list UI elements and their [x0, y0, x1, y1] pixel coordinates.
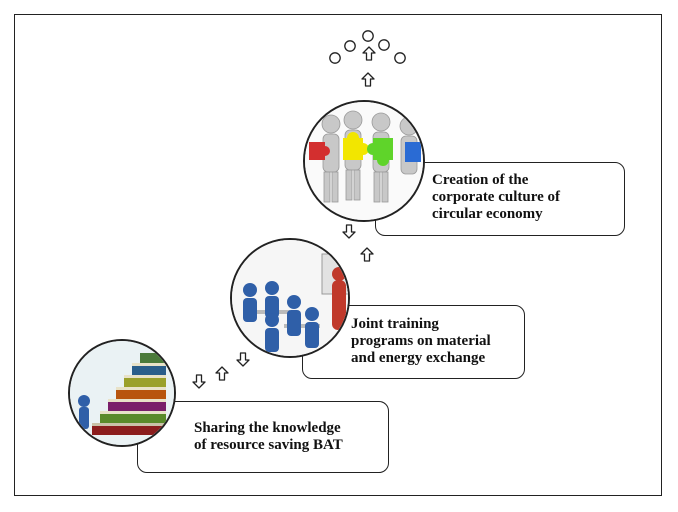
hollow-arrow-icon: [342, 224, 356, 239]
hollow-arrow-icon: [192, 374, 206, 389]
ellipsis-circles-icon: [329, 30, 406, 64]
hollow-arrow-icon: [236, 352, 250, 367]
step-training-line-3: and energy exchange: [351, 350, 486, 366]
books-image: [68, 339, 176, 447]
hollow-arrow-icon: [361, 72, 375, 87]
step-box-sharing: Sharing the knowledge of resource saving…: [137, 401, 389, 473]
step-sharing-line-2: of resource saving BAT: [194, 437, 343, 453]
step-culture-line-1: Creation of the: [432, 172, 529, 188]
step-training-line-2: programs on material: [351, 333, 491, 349]
step-sharing-line-1: Sharing the knowledge: [194, 420, 341, 436]
step-culture-line-3: circular economy: [432, 206, 543, 222]
step-culture-line-2: corporate culture of: [432, 189, 561, 205]
puzzle-people-image: [303, 100, 425, 222]
hollow-arrow-icon: [360, 247, 374, 262]
step-training-line-1: Joint training: [351, 316, 439, 332]
hollow-arrow-icon: [215, 366, 229, 381]
training-image: [230, 238, 350, 358]
hollow-arrow-icon: [362, 46, 376, 61]
